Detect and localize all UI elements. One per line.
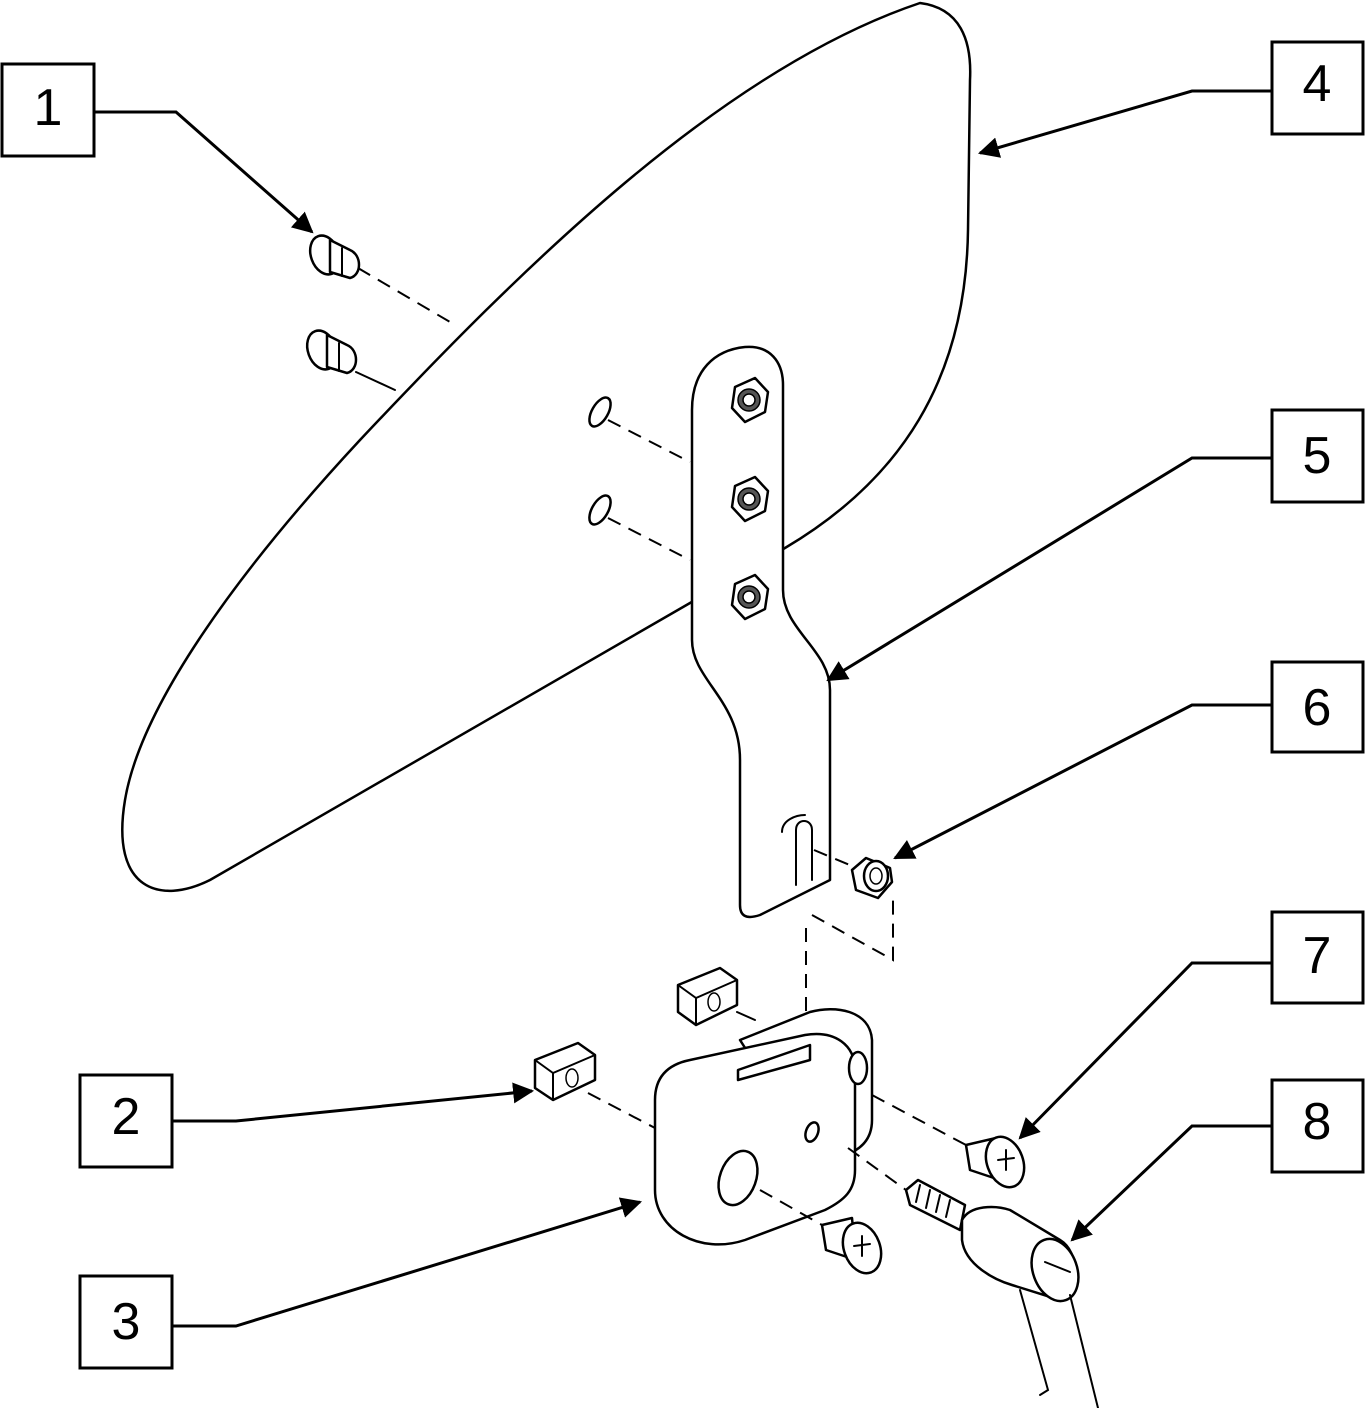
pad-hole-upper bbox=[588, 396, 612, 428]
callout-3: 3 bbox=[78, 1274, 174, 1370]
callout-5: 5 bbox=[1270, 408, 1365, 504]
screw-upper bbox=[308, 234, 361, 280]
button-screw-right bbox=[964, 1135, 1026, 1189]
callout-8: 8 bbox=[1270, 1078, 1365, 1174]
callout-2: 2 bbox=[78, 1073, 174, 1169]
screw-lower bbox=[305, 329, 358, 375]
clamp-handle bbox=[904, 1178, 1099, 1408]
mounting-bracket bbox=[690, 345, 832, 919]
hex-nut-top bbox=[730, 376, 770, 424]
bracket-slot-edge bbox=[781, 814, 806, 833]
callout-6: 6 bbox=[1270, 660, 1365, 754]
leader-8 bbox=[1070, 1124, 1272, 1242]
callout-7-label: 7 bbox=[1303, 927, 1332, 985]
callout-4-label: 4 bbox=[1303, 55, 1332, 113]
spacer bbox=[850, 856, 894, 900]
callout-8-label: 8 bbox=[1303, 1093, 1332, 1151]
headrest-pad bbox=[121, 1, 972, 893]
callout-4: 4 bbox=[1270, 40, 1365, 136]
clamp-block bbox=[653, 1008, 874, 1246]
leader-4 bbox=[977, 89, 1272, 158]
leader-7 bbox=[1018, 961, 1272, 1140]
callout-7: 7 bbox=[1270, 910, 1365, 1005]
leader-1 bbox=[94, 110, 314, 234]
callout-3-label: 3 bbox=[112, 1293, 141, 1351]
square-nut-upper bbox=[676, 966, 739, 1027]
callout-1: 1 bbox=[0, 62, 96, 158]
callout-1-label: 1 bbox=[34, 79, 63, 137]
hex-nut-bottom bbox=[730, 573, 770, 621]
callout-6-label: 6 bbox=[1303, 679, 1332, 737]
callout-2-label: 2 bbox=[112, 1088, 141, 1146]
leader-6 bbox=[893, 703, 1272, 860]
leader-5 bbox=[826, 456, 1272, 682]
bracket-slot bbox=[795, 820, 813, 886]
hex-nut-middle bbox=[730, 475, 770, 523]
button-screw-bottom bbox=[820, 1216, 883, 1275]
leader-3 bbox=[172, 1197, 643, 1328]
square-nut-lower bbox=[533, 1041, 597, 1102]
callout-5-label: 5 bbox=[1303, 427, 1332, 485]
pad-hole-lower bbox=[588, 494, 612, 526]
leader-2 bbox=[172, 1082, 535, 1123]
